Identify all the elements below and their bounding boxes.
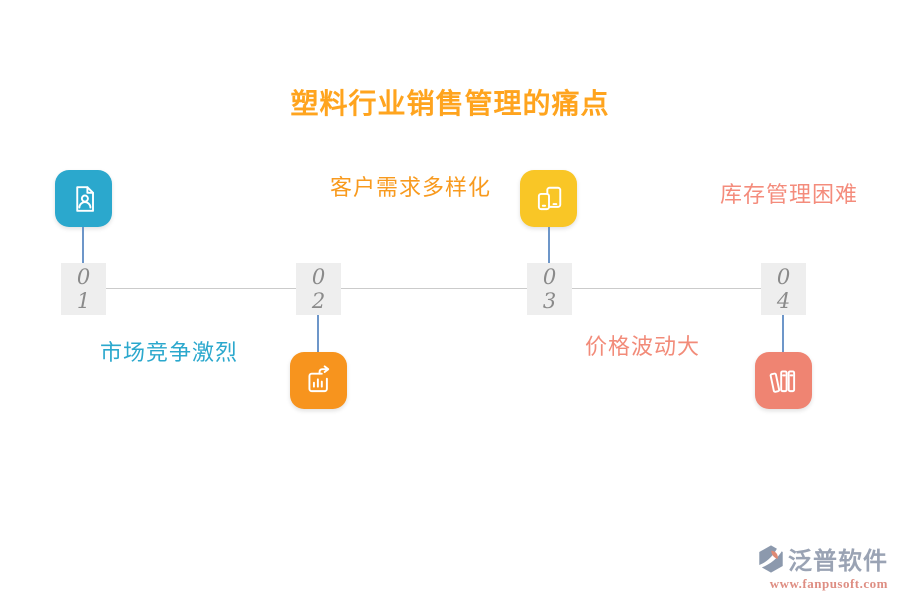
step-number-bottom: 1 (76, 289, 91, 313)
pain-point-label-3: 价格波动大 (585, 334, 701, 359)
step-number-top: 0 (542, 265, 557, 289)
connector-line (317, 315, 319, 353)
timeline-step-04: 0 4 (761, 263, 806, 315)
step-number-top: 0 (76, 265, 91, 289)
page-title: 塑料行业销售管理的痛点 (290, 88, 610, 119)
document-user-icon (55, 170, 112, 227)
bar-chart-arrow-icon (290, 352, 347, 409)
brand-watermark: 泛普软件 www.fanpusoft.com (738, 541, 888, 592)
step-number-bottom: 4 (776, 289, 791, 313)
step-number-bottom: 3 (542, 289, 557, 313)
mobile-devices-icon (520, 170, 577, 227)
books-icon (755, 352, 812, 409)
brand-url: www.fanpusoft.com (769, 576, 888, 591)
pain-point-label-4: 库存管理困难 (720, 182, 859, 207)
timeline-step-03: 0 3 (527, 263, 572, 315)
timeline-axis (83, 288, 783, 289)
connector-line (548, 227, 550, 271)
timeline-step-02: 0 2 (296, 263, 341, 315)
step-number-top: 0 (776, 265, 791, 289)
step-number-bottom: 2 (311, 289, 326, 313)
fanpu-logo-icon (756, 544, 786, 574)
connector-line (82, 227, 84, 271)
timeline-step-01: 0 1 (61, 263, 106, 315)
step-number-top: 0 (311, 265, 326, 289)
pain-point-label-2: 客户需求多样化 (330, 175, 492, 200)
connector-line (782, 315, 784, 353)
brand-name: 泛普软件 (788, 549, 888, 575)
pain-point-label-1: 市场竞争激烈 (100, 340, 239, 365)
